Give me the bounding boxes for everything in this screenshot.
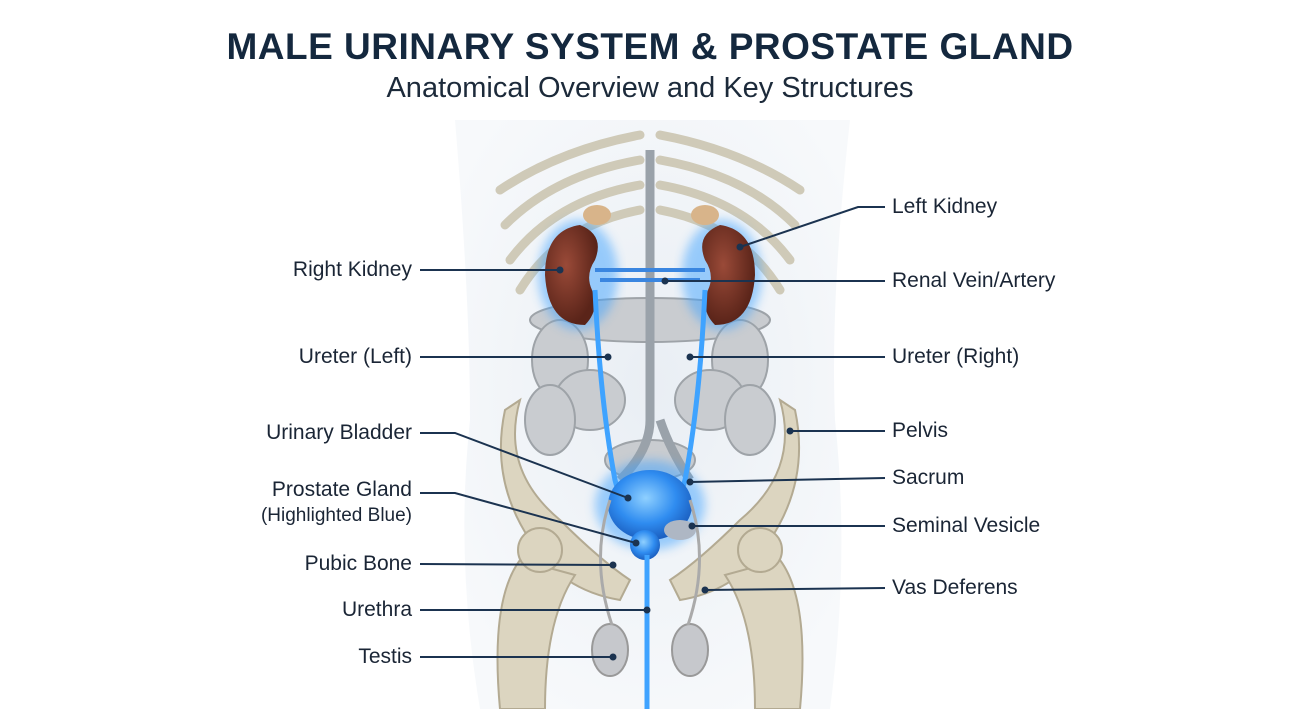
prostate-shape [630, 530, 660, 560]
label-ureter-right: Ureter (Right) [892, 345, 1020, 368]
right-kidney-shape [545, 225, 598, 325]
label-pelvis: Pelvis [892, 419, 949, 442]
diagram-subtitle: Anatomical Overview and Key Structures [386, 72, 914, 104]
pelvis-bones [496, 397, 804, 709]
leader-lines [419, 206, 886, 658]
label-testis: Testis [358, 645, 412, 668]
label-sacrum: Sacrum [892, 466, 965, 489]
label-renal-vein-artery: Renal Vein/Artery [892, 269, 1056, 292]
label-prostate-gland: Prostate Gland [271, 478, 412, 501]
label-vas-deferens: Vas Deferens [892, 576, 1018, 599]
label-pubic-bone: Pubic Bone [304, 552, 412, 575]
label-ureter-left: Ureter (Left) [298, 345, 412, 368]
label-urethra: Urethra [341, 598, 412, 621]
label-urinary-bladder: Urinary Bladder [266, 421, 412, 444]
label-left-kidney: Left Kidney [892, 195, 998, 218]
label-prostate-note: (Highlighted Blue) [260, 505, 412, 526]
diagram-title: MALE URINARY SYSTEM & PROSTATE GLAND [226, 26, 1074, 67]
label-seminal-vesicle: Seminal Vesicle [892, 514, 1041, 537]
label-right-kidney: Right Kidney [292, 258, 412, 281]
leader-dots [556, 243, 794, 661]
